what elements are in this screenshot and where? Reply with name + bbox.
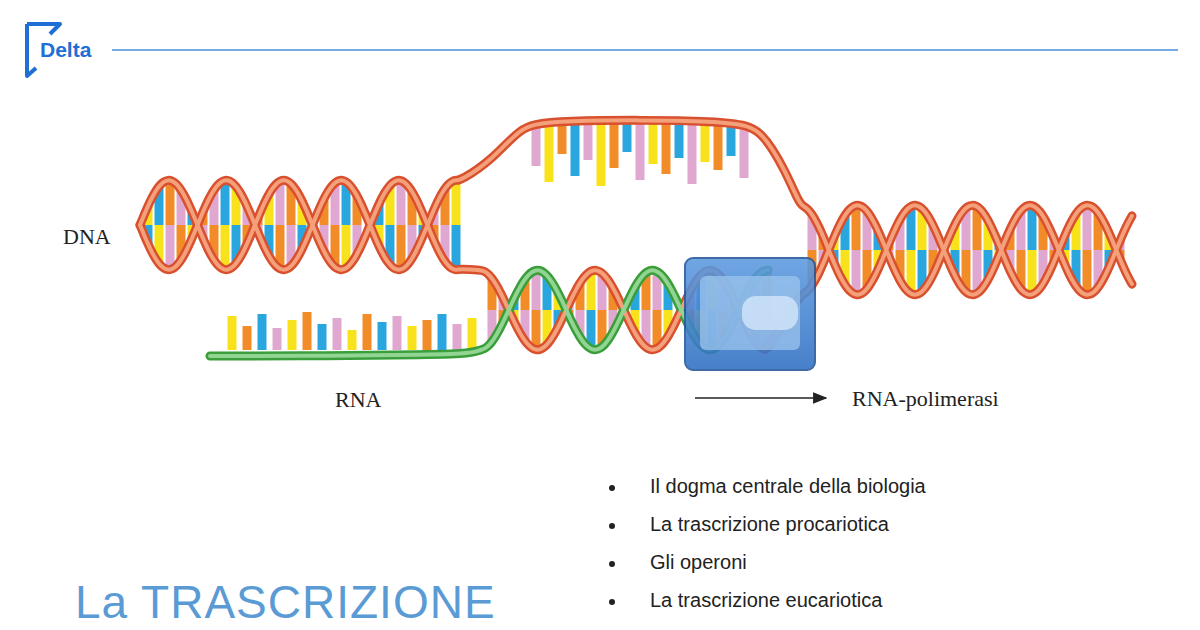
base-pair (258, 314, 267, 350)
base-pair (453, 324, 462, 350)
base-pair (273, 328, 282, 350)
base-pair (740, 124, 749, 178)
bullet-item: Il dogma centrale della biologia (650, 475, 926, 498)
base-pair (228, 316, 237, 350)
base-pair (636, 124, 645, 180)
base-pair (662, 124, 671, 174)
base-pair (363, 314, 372, 350)
strand-highlight (140, 180, 1132, 349)
base-pair (468, 318, 477, 350)
bullet-dot (609, 523, 615, 529)
part-label: RNA-polimerasi (852, 386, 999, 411)
base-pair (701, 124, 710, 162)
base-pair (571, 124, 580, 176)
base-pair (714, 124, 723, 170)
base-pair (303, 312, 312, 350)
part-label: DNA (63, 224, 111, 249)
base-pair (558, 124, 567, 154)
bullet-item: La trascrizione eucariotica (650, 589, 882, 612)
base-pair (597, 124, 606, 186)
base-pair (727, 124, 736, 156)
base-pair (675, 124, 684, 158)
base-pair (378, 322, 387, 350)
base-pair (288, 320, 297, 350)
base-pair (610, 124, 619, 168)
header-rule (112, 49, 1178, 51)
base-pair (545, 124, 554, 182)
strand (140, 180, 1132, 349)
base-pair (584, 124, 593, 160)
polymerase-cylinder (742, 296, 798, 330)
logo-text: Delta (40, 38, 91, 62)
dna-helix (140, 120, 1132, 356)
base-pair (452, 225, 461, 270)
base-pair (623, 124, 632, 152)
base-pair (423, 320, 432, 350)
slide-title: La TRASCRIZIONE (75, 578, 496, 626)
base-pair (438, 314, 447, 350)
bullet-dot (609, 561, 615, 567)
base-pair (348, 330, 357, 350)
base-pair (1083, 250, 1092, 295)
base-pair (452, 180, 461, 225)
bullet-dot (609, 599, 615, 605)
direction-arrow (695, 397, 826, 399)
base-pair (408, 326, 417, 350)
base-pair (393, 316, 402, 350)
rna-polymerase (685, 258, 815, 370)
base-pair (532, 124, 541, 166)
base-pair (1083, 205, 1092, 250)
base-pair (243, 326, 252, 350)
base-pair (333, 318, 342, 350)
base-pair (688, 124, 697, 184)
polymerase-body (685, 258, 815, 370)
polymerase-channel (700, 276, 800, 350)
base-pair (318, 324, 327, 350)
base-pair (649, 124, 658, 164)
bullet-item: La trascrizione procariotica (650, 513, 889, 536)
strand-highlight (140, 120, 1132, 294)
bullet-item: Gli operoni (650, 551, 747, 574)
bullet-dots (609, 485, 615, 605)
part-label: RNA (335, 387, 381, 412)
bullet-dot (609, 485, 615, 491)
